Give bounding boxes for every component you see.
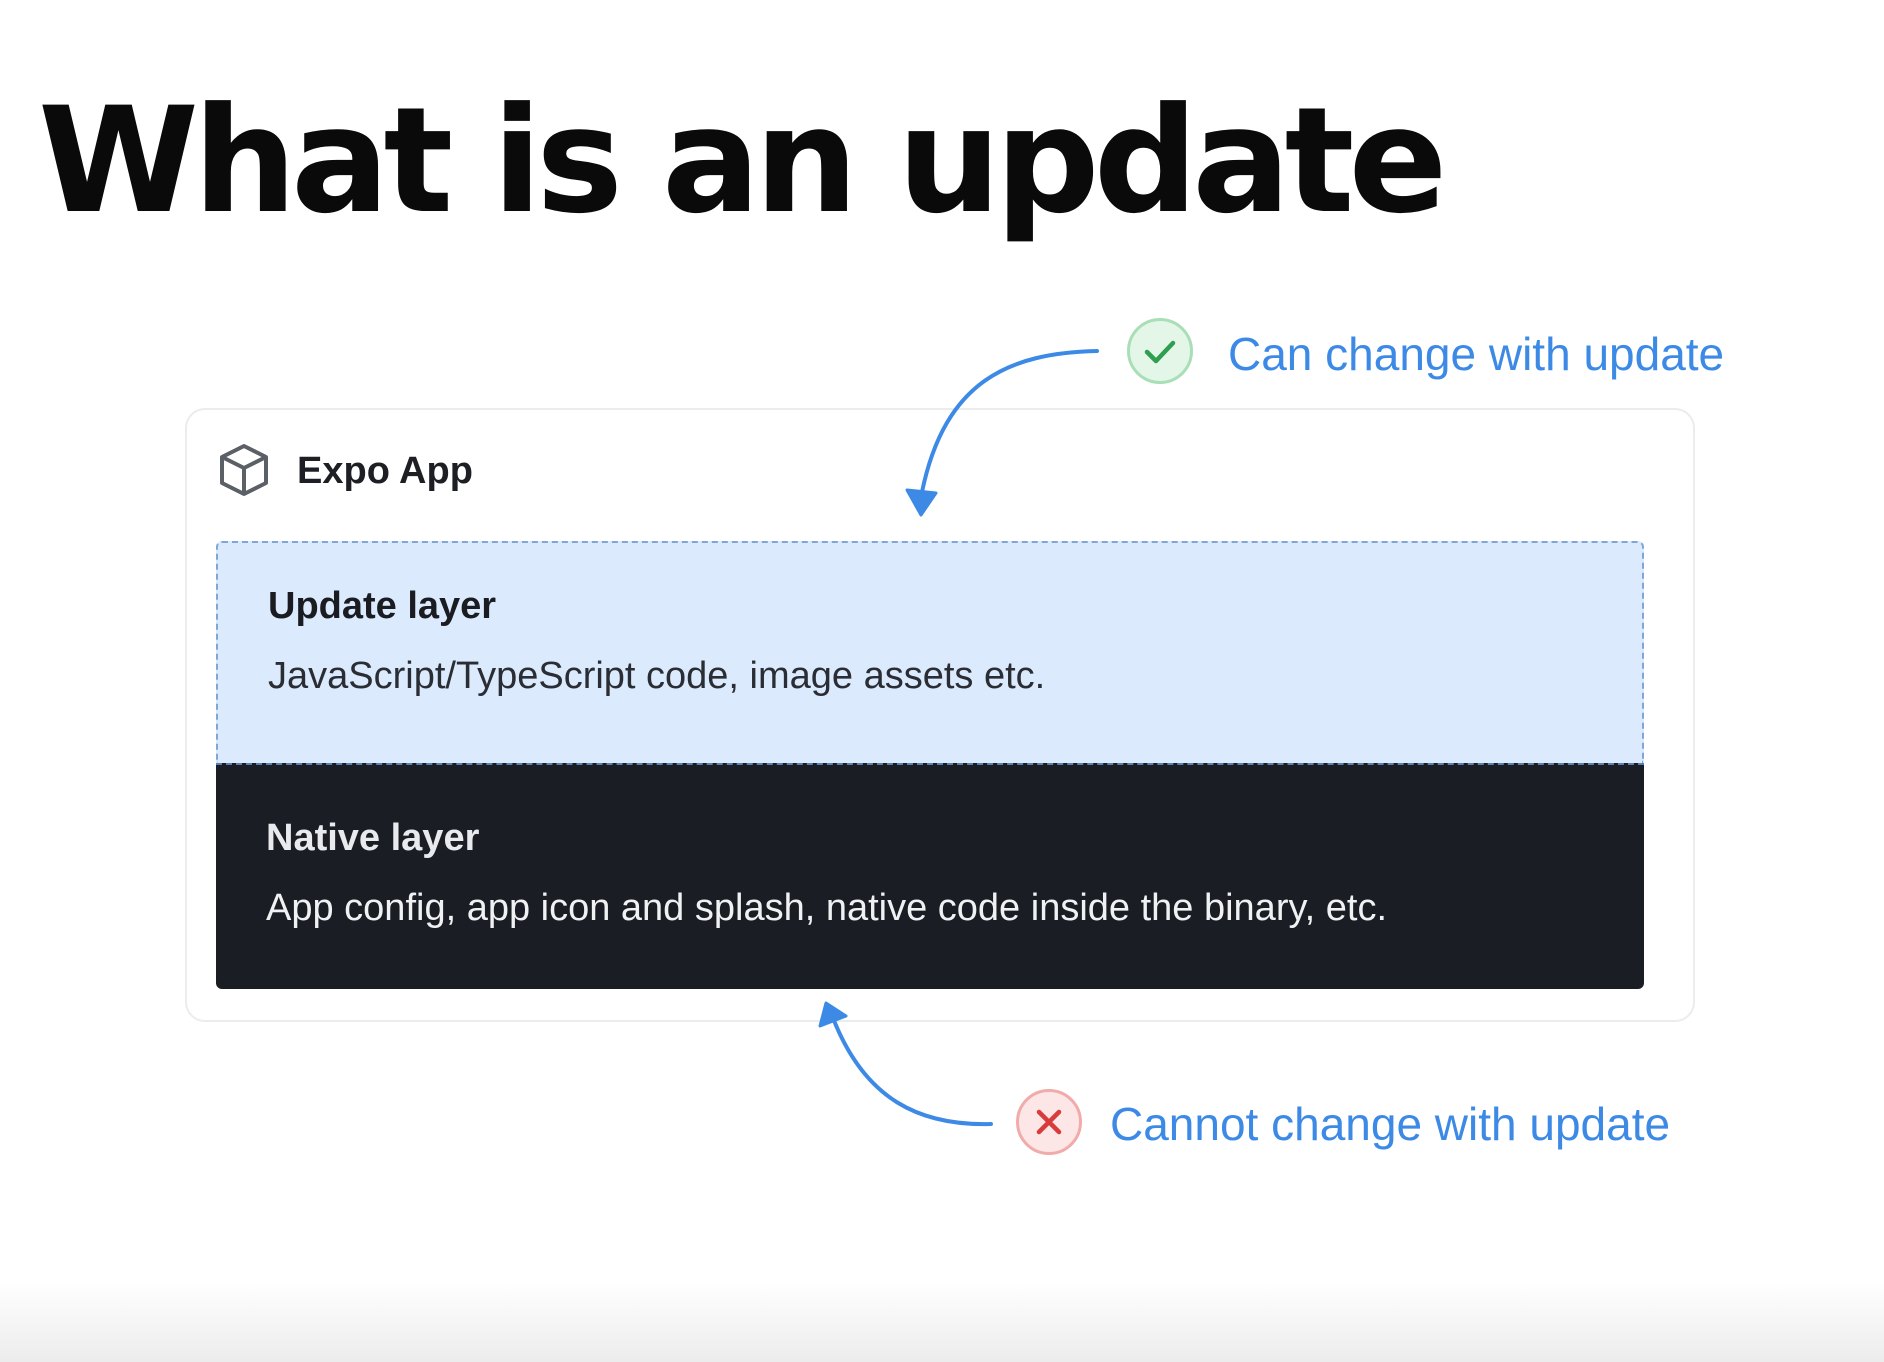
check-circle-icon — [1127, 318, 1193, 384]
cannot-change-label: Cannot change with update — [1110, 1098, 1671, 1150]
update-layer-description: JavaScript/TypeScript code, image assets… — [268, 655, 1046, 697]
native-layer-box: Native layer App config, app icon and sp… — [216, 763, 1644, 989]
update-layer-title: Update layer — [268, 585, 497, 627]
native-layer-title: Native layer — [266, 817, 480, 859]
card-title: Expo App — [297, 450, 473, 492]
slide-title: What is an update — [38, 76, 1447, 246]
bottom-fade — [0, 1282, 1884, 1362]
x-circle-icon — [1016, 1089, 1082, 1155]
arrow-to-native-layer — [831, 1016, 993, 1127]
update-layer-box: Update layer JavaScript/TypeScript code,… — [216, 541, 1644, 763]
expo-app-card: Expo App Update layer JavaScript/TypeScr… — [185, 408, 1695, 1022]
package-cube-icon — [217, 442, 271, 498]
can-change-label: Can change with update — [1228, 328, 1725, 380]
native-layer-description: App config, app icon and splash, native … — [266, 887, 1388, 929]
